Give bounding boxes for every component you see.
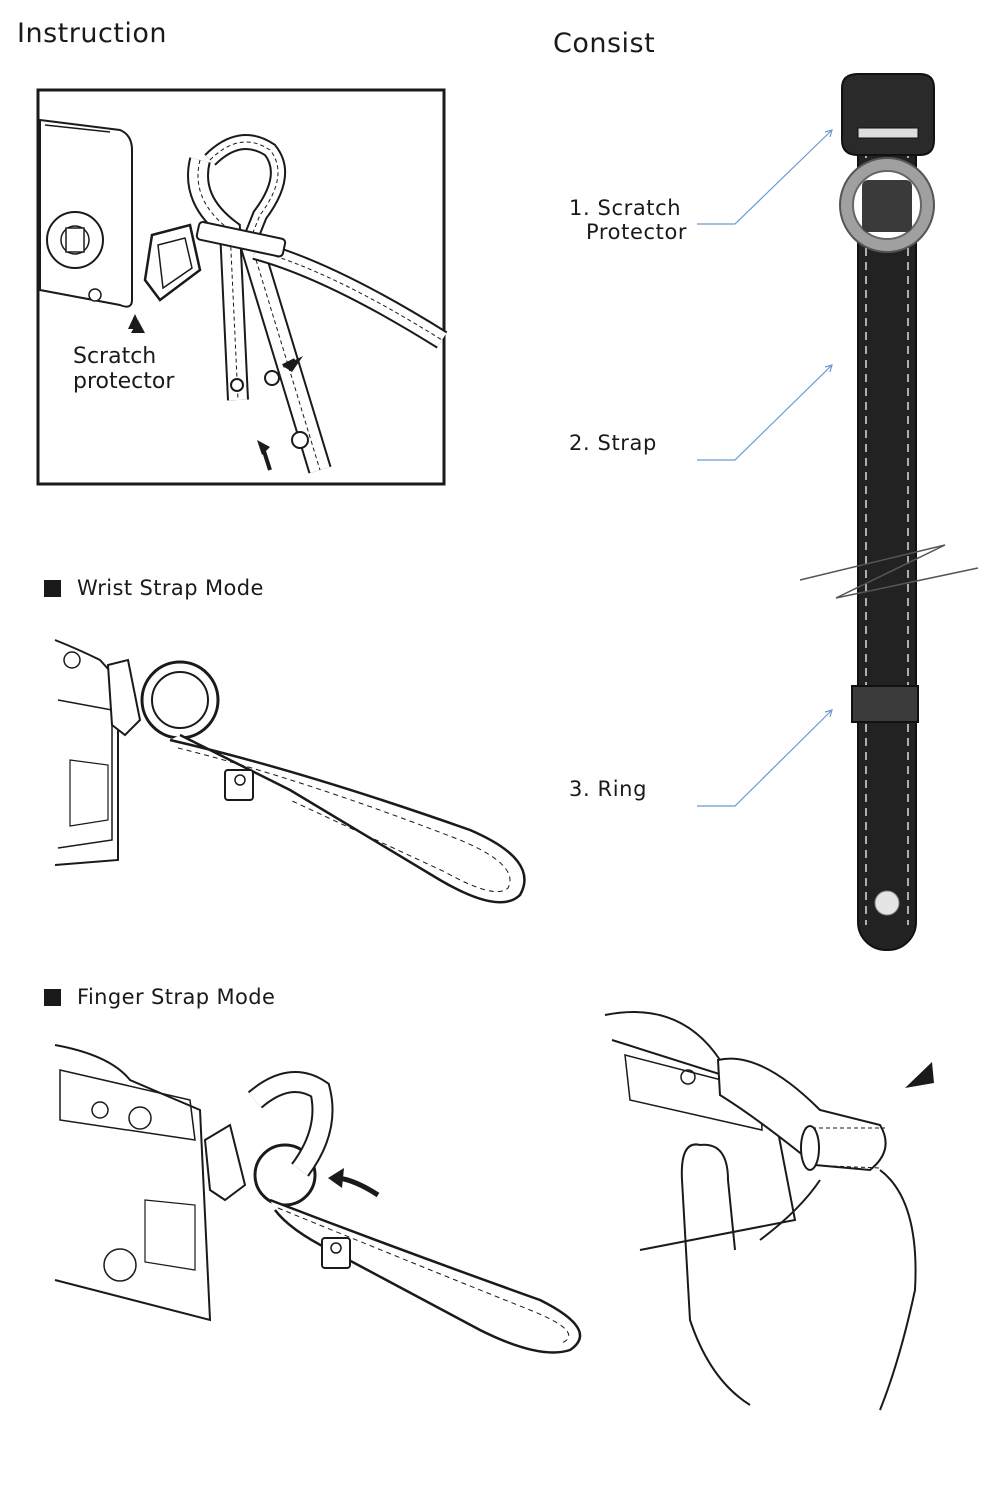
square-bullet-icon	[44, 988, 61, 1006]
finger-mode-label: Finger Strap Mode	[77, 985, 276, 1009]
consist-heading: Consist	[553, 28, 656, 59]
part-3-label: 3. Ring	[569, 777, 647, 801]
finger-mode-heading: Finger Strap Mode	[44, 985, 275, 1009]
part-2-number: 2.	[569, 431, 591, 455]
part-3-name: Ring	[597, 777, 647, 801]
wrist-mode-heading: Wrist Strap Mode	[44, 576, 264, 600]
square-bullet-icon	[44, 579, 61, 597]
instruction-heading: Instruction	[17, 18, 168, 49]
pointer-triangle-icon	[131, 320, 145, 333]
part-1-label: 1. Scratch	[569, 196, 681, 220]
part-1-name-line2: Protector	[586, 220, 688, 244]
scratch-protector-callout: Scratch protector	[73, 344, 175, 394]
part-2-name: Strap	[597, 431, 657, 455]
wrist-mode-label: Wrist Strap Mode	[77, 576, 264, 600]
part-3-number: 3.	[569, 777, 591, 801]
part-1-name-line1: Scratch	[597, 196, 682, 220]
part-2-label: 2. Strap	[569, 431, 657, 455]
part-1-number: 1.	[569, 196, 591, 220]
